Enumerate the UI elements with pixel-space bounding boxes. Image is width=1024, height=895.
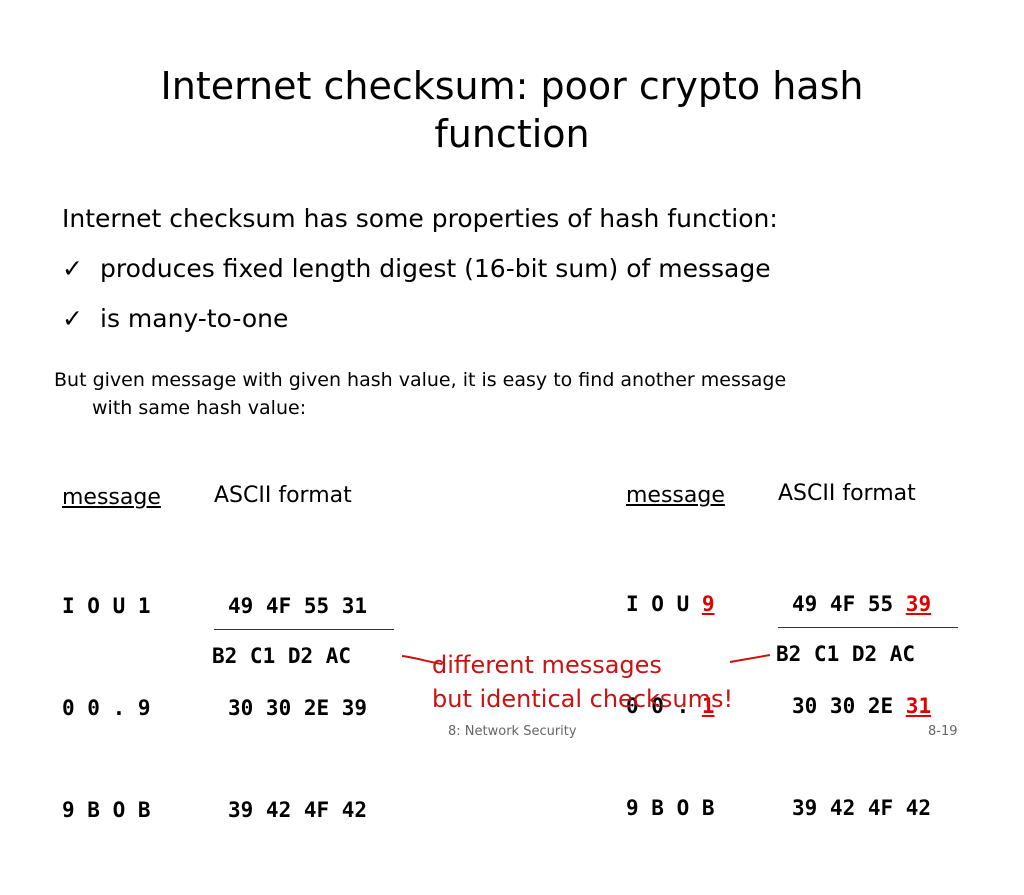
changed-char: 9 [701, 592, 715, 616]
right-ascii-header: ASCII format [778, 481, 916, 506]
right-message-row: 9 B O B [626, 791, 715, 825]
right-message-text: 0 0 . [626, 694, 702, 718]
right-ascii-column: 49 4F 55 39 30 30 2E 31 39 42 4F 42 [792, 519, 931, 893]
slide-title: Internet checksum: poor crypto hash func… [100, 62, 924, 158]
left-message-row: I O U 1 [62, 594, 151, 618]
right-sum-rule [778, 627, 958, 628]
slide: Internet checksum: poor crypto hash func… [54, 62, 964, 822]
note-line-1: different messages [432, 651, 662, 679]
annotation-note: different messages but identical checksu… [432, 648, 733, 716]
right-message-row: I O U 9 [626, 587, 715, 621]
changed-byte: 39 [905, 592, 932, 616]
bullet-item: ✓ produces fixed length digest (16-bit su… [62, 252, 771, 286]
changed-char: 1 [701, 694, 715, 718]
right-ascii-row: 49 4F 55 39 [792, 587, 931, 621]
left-message-header: message [62, 485, 161, 510]
but-line-1: But given message with given hash value,… [54, 369, 787, 391]
right-ascii-text: 49 4F 55 [792, 592, 906, 616]
changed-byte: 31 [905, 694, 932, 718]
right-message-text: 9 B O B [626, 796, 715, 820]
left-ascii-row: 30 30 2E 39 [228, 696, 368, 720]
left-message-column: I O U 1 0 0 . 9 9 B O B [62, 521, 151, 895]
left-message-row: 0 0 . 9 [62, 696, 151, 720]
bullet-item: ✓ is many-to-one [62, 302, 288, 336]
right-checksum: B2 C1 D2 AC [776, 642, 916, 666]
bullet-text: is many-to-one [100, 304, 289, 333]
left-sum-rule [214, 629, 394, 630]
left-ascii-row: 39 42 4F 42 [228, 798, 368, 822]
right-message-text: I O U [626, 592, 702, 616]
left-ascii-header: ASCII format [214, 483, 352, 508]
right-message-header: message [626, 483, 725, 508]
left-ascii-row: 49 4F 55 31 [228, 594, 368, 618]
checkmark-icon: ✓ [62, 304, 83, 333]
right-ascii-text: 39 42 4F 42 [792, 796, 932, 820]
intro-text: Internet checksum has some properties of… [62, 204, 778, 233]
but-paragraph: But given message with given hash value,… [54, 366, 964, 422]
right-ascii-text: 30 30 2E [792, 694, 906, 718]
checkmark-icon: ✓ [62, 254, 83, 283]
left-checksum: B2 C1 D2 AC [212, 644, 352, 668]
left-message-row: 9 B O B [62, 798, 151, 822]
note-line-2: but identical checksums! [432, 685, 734, 713]
title-line-1: Internet checksum: poor crypto hash [160, 64, 864, 108]
footer-section-title: 8: Network Security [448, 724, 577, 739]
right-ascii-row: 30 30 2E 31 [792, 689, 931, 723]
left-ascii-column: 49 4F 55 31 30 30 2E 39 39 42 4F 42 [228, 521, 367, 895]
bullet-text: produces fixed length digest (16-bit sum… [100, 254, 771, 283]
right-ascii-row: 39 42 4F 42 [792, 791, 931, 825]
but-line-2: with same hash value: [92, 397, 307, 419]
right-connector-line [729, 654, 771, 663]
right-message-row: 0 0 . 1 [626, 689, 715, 723]
footer-slide-number: 8-19 [928, 724, 958, 739]
title-line-2: function [434, 112, 590, 156]
